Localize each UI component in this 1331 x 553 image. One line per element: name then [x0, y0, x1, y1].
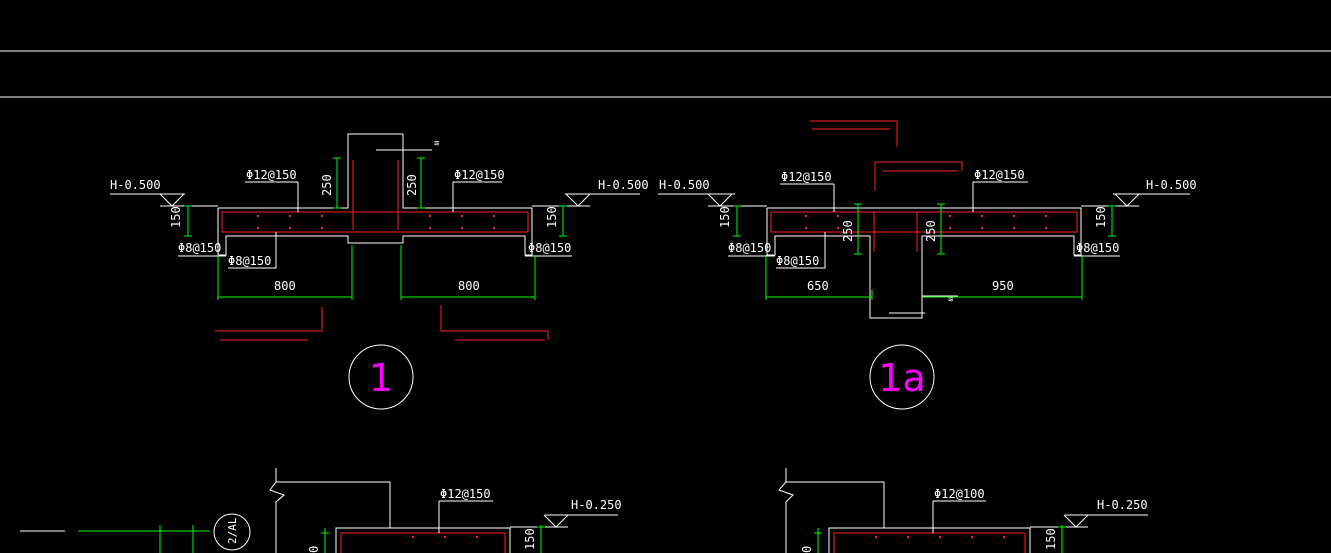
level-triangle-left [159, 193, 185, 207]
section-tag-label: 1 [369, 356, 393, 400]
level-label-right: H-0.500 [598, 178, 649, 192]
thickness-dim [537, 525, 545, 553]
rebar-dots [874, 535, 1006, 539]
side-dim-label: 0 [307, 546, 321, 553]
top-bar-label-right: Φ12@150 [454, 168, 505, 182]
leader-stirrup-b [776, 232, 826, 269]
level-label: H-0.250 [571, 498, 622, 512]
rebar-dots [411, 535, 479, 539]
section-1a: H-0.500 H-0.500 ≋ Φ12@150 Φ12@150 Φ8@150… [658, 120, 1197, 410]
axis-tag-label: 2/AL [226, 517, 239, 544]
wall-dim-label-right: 250 [405, 174, 419, 196]
wall-dim-label-right: 250 [924, 220, 938, 242]
rebar-cage [221, 211, 529, 233]
top-bar-label-right: Φ12@150 [974, 168, 1025, 182]
width-label-left: 800 [274, 279, 296, 293]
top-bar-label-left: Φ12@150 [781, 170, 832, 184]
top-hook-bar-2 [874, 161, 963, 190]
level-label: H-0.250 [1097, 498, 1148, 512]
break-line [269, 481, 285, 553]
thickness-label-right: 150 [1094, 206, 1108, 228]
rebar-cage [833, 532, 1026, 553]
wall-note: ≋ [434, 139, 440, 149]
level-label-left: H-0.500 [110, 178, 161, 192]
rebar-cage [770, 211, 1078, 233]
wall-dim-label-left: 250 [320, 174, 334, 196]
section-1: H-0.500 H-0.500 ≋ Φ12@150 Φ12@150 Φ8@150… [110, 133, 649, 410]
thickness-label-left: 150 [718, 206, 732, 228]
level-triangle-right [565, 193, 591, 207]
thickness-dim-right [559, 205, 567, 237]
stirrup-label-left-b: Φ8@150 [776, 254, 819, 268]
width-dim-left [765, 255, 873, 300]
top-bar-label: Φ12@150 [440, 487, 491, 501]
footing-outline [217, 133, 533, 256]
thickness-label-left: 150 [169, 206, 183, 228]
rebar-dots [804, 214, 1048, 230]
top-bar-label-left: Φ12@150 [246, 168, 297, 182]
thickness-dim-right [1108, 205, 1116, 237]
thickness-label-right: 150 [545, 206, 559, 228]
wall-note: ≋ [948, 295, 954, 305]
bottom-bar-right [440, 305, 549, 340]
thickness-dim-left [184, 205, 192, 237]
rebar-cage [340, 532, 506, 553]
bottom-bar-left [215, 307, 323, 332]
width-label-right: 950 [992, 279, 1014, 293]
section-tag-circle [869, 344, 935, 410]
section-lower-left: 2/AL Φ12@150 H-0.250 150 0 [20, 468, 622, 553]
wall-dim-left [854, 203, 862, 255]
wall-outline [785, 468, 885, 528]
side-dim-label: 0 [800, 546, 814, 553]
stirrup-label-left-a: Φ8@150 [728, 241, 771, 255]
stirrup-label-right: Φ8@150 [1076, 241, 1119, 255]
width-label-left: 650 [807, 279, 829, 293]
break-line [778, 481, 794, 553]
wall-dim-label-left: 250 [841, 220, 855, 242]
leader-stirrup-b [228, 232, 277, 269]
stirrup-label-left-a: Φ8@150 [178, 241, 221, 255]
side-dim [814, 528, 822, 553]
level-triangle-left [707, 193, 733, 207]
top-hook-bar-1 [810, 120, 898, 147]
footing-outline [766, 207, 1082, 319]
side-dim [321, 528, 329, 553]
wall-dim-left [333, 157, 341, 209]
rebar-dots [256, 214, 496, 230]
level-label-left: H-0.500 [659, 178, 710, 192]
section-tag-label: 1a [878, 356, 925, 400]
thickness-dim-left [733, 205, 741, 237]
level-triangle [543, 514, 569, 528]
top-bar-label: Φ12@100 [934, 487, 985, 501]
wall-outline [275, 468, 391, 528]
width-label-right: 800 [458, 279, 480, 293]
section-lower-right: Φ12@100 H-0.250 150 0 [778, 468, 1148, 553]
level-label-right: H-0.500 [1146, 178, 1197, 192]
level-triangle [1063, 514, 1089, 528]
footing-outline [335, 527, 511, 553]
thickness-label: 150 [523, 528, 537, 550]
stirrup-label-left-b: Φ8@150 [228, 254, 271, 268]
thickness-label: 150 [1044, 528, 1058, 550]
level-triangle-right [1114, 193, 1140, 207]
width-dim-right [922, 255, 1083, 300]
wall-dim-right [417, 157, 425, 209]
axis-tag-circle [213, 513, 251, 551]
stirrup-label-right: Φ8@150 [528, 241, 571, 255]
section-tag-circle [348, 344, 414, 410]
thickness-dim [1058, 525, 1066, 553]
width-dim-left [217, 245, 353, 300]
footing-outline [828, 527, 1031, 553]
wall-dim-right [937, 203, 945, 255]
width-dim-right [400, 245, 536, 300]
